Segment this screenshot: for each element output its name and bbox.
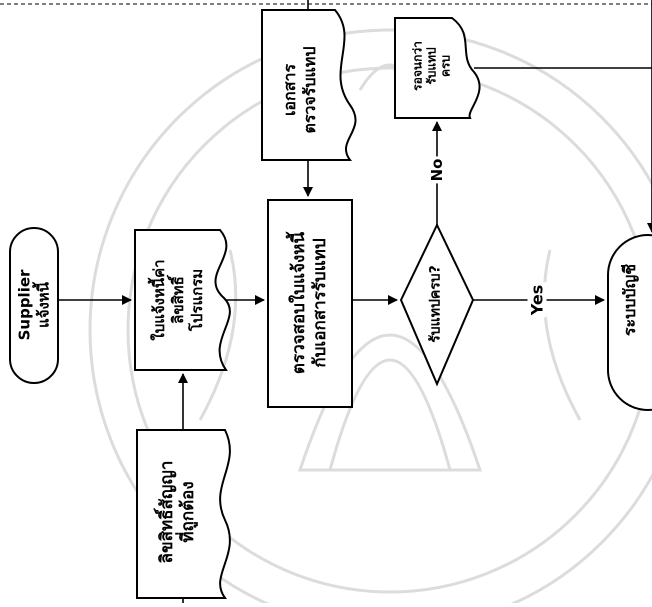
wait-line2: รับแทป xyxy=(424,47,439,85)
contract-line2: ที่ถูกต้อง xyxy=(178,481,198,543)
invoice-line2: ลิขสิทธิ์ xyxy=(168,276,187,324)
supplier-label: Supplier แจ้งหนี้ xyxy=(15,270,53,341)
invoice-line1: ใบแจ้งหนี้ค่า xyxy=(149,259,168,341)
wait-label: รอจนกว่า รับแทป ครบ xyxy=(410,41,452,91)
receipt-label: เอกสาร ตรวจรับแทป xyxy=(280,46,320,133)
contract-document xyxy=(136,429,231,599)
supplier-terminator xyxy=(9,227,59,384)
check-line1: ตรวจสอบใบแจ้งหนี้ xyxy=(288,231,309,375)
receipt-document xyxy=(261,9,357,161)
invoice-line3: โปรแกรม xyxy=(187,268,206,332)
receipt-line2: ตรวจรับแทป xyxy=(300,46,319,134)
watermark-seal xyxy=(88,28,652,607)
invoice-document xyxy=(134,229,231,371)
contract-label: ลิขสิทธิ์สัญญา ที่ถูกต้อง xyxy=(157,461,200,564)
decision-label: รับแทปครบ? xyxy=(427,265,445,342)
edge-label-yes: Yes xyxy=(527,282,547,318)
supplier-line1: Supplier xyxy=(15,269,34,341)
decision-text: รับแทปครบ? xyxy=(427,265,444,343)
wait-line1: รอจนกว่า xyxy=(410,41,425,91)
contract-line1: ลิขสิทธิ์สัญญา xyxy=(156,460,177,564)
edge-label-no: No xyxy=(428,156,446,184)
accounting-label: ระบบบัญชี xyxy=(620,264,640,336)
accounting-text: ระบบบัญชี xyxy=(620,263,639,337)
check-process-label: ตรวจสอบใบแจ้งหนี้ กับเอกสารรับแทป xyxy=(289,232,332,374)
edge-wait-accounting xyxy=(474,0,652,69)
wait-document xyxy=(394,17,481,119)
wait-line3: ครบ xyxy=(437,54,452,78)
receipt-line1: เอกสาร xyxy=(280,63,299,117)
check-process-box xyxy=(267,199,353,408)
accounting-terminator xyxy=(607,234,652,411)
supplier-line2: แจ้งหนี้ xyxy=(34,282,52,328)
check-line2: กับเอกสารรับแทป xyxy=(310,238,330,368)
invoice-label: ใบแจ้งหนี้ค่า ลิขสิทธิ์ โปรแกรม xyxy=(150,259,206,340)
